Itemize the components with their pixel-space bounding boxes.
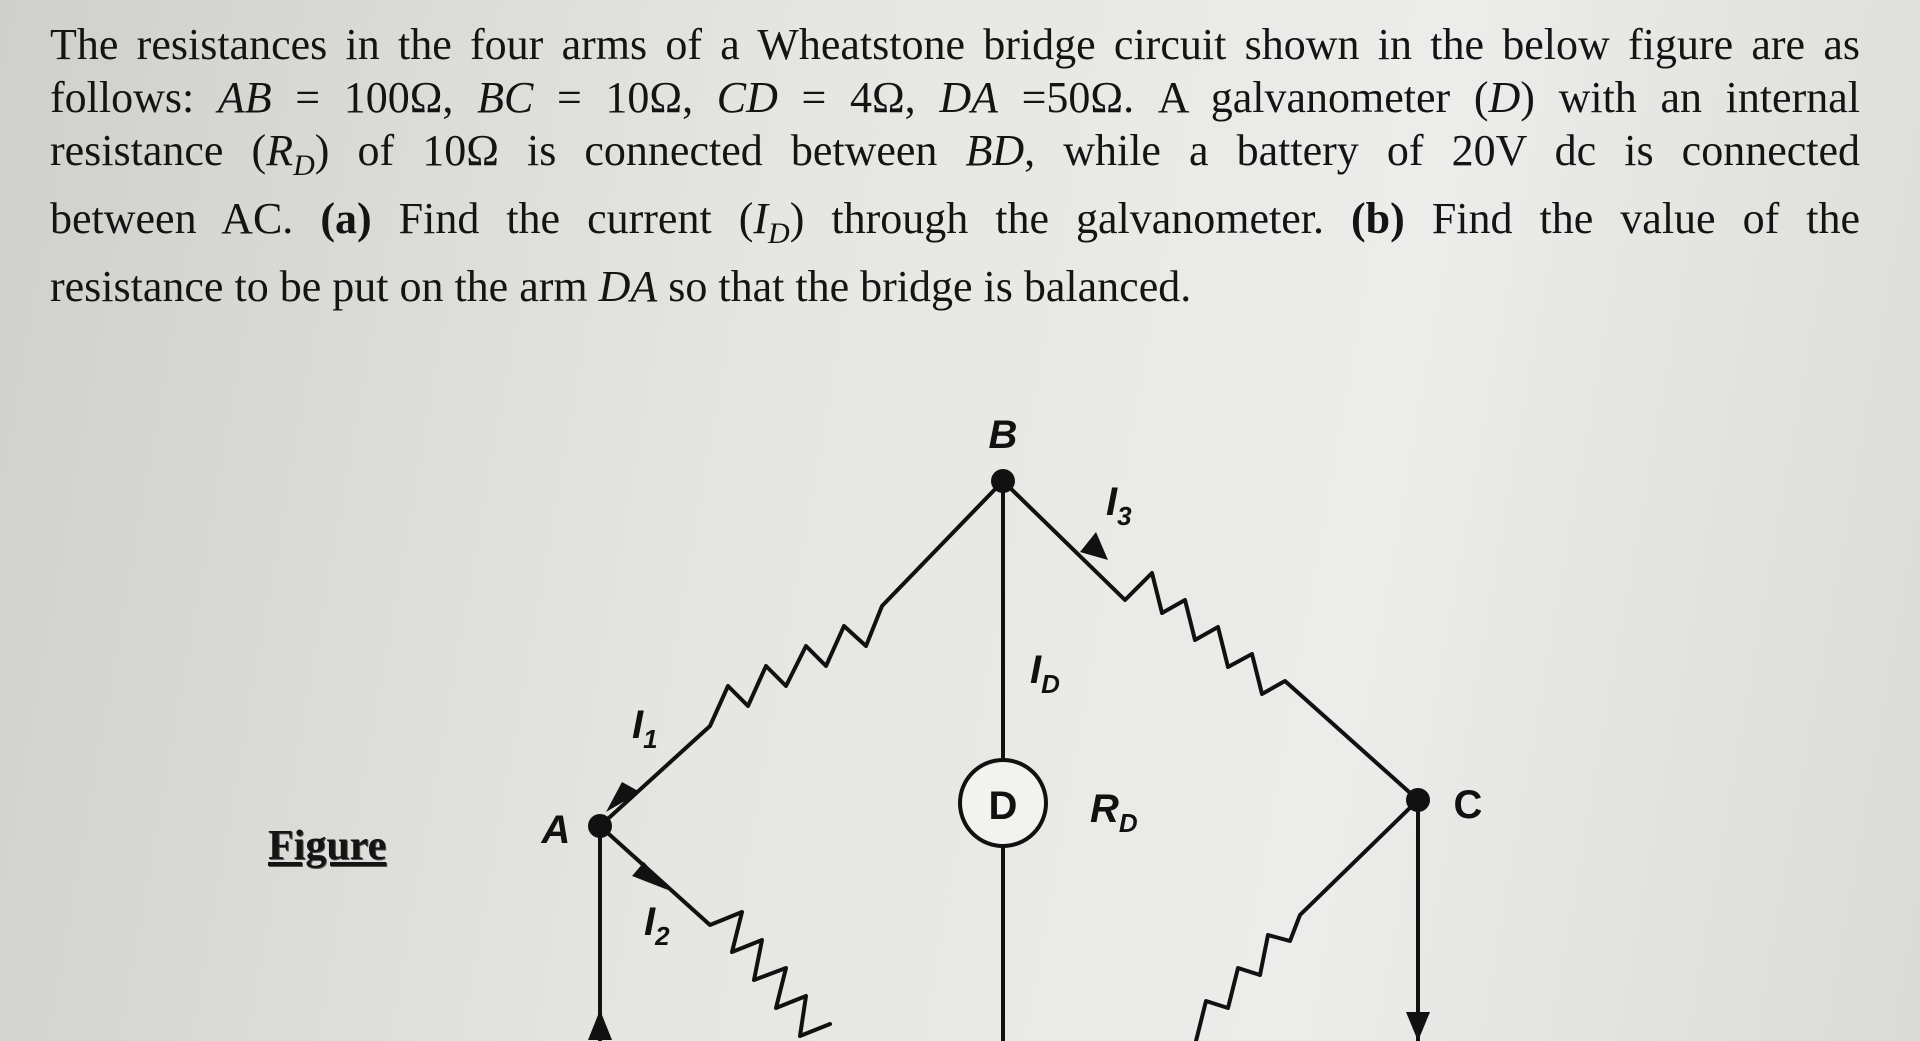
resistor-ad (598, 824, 832, 1038)
label-i2: I2 (644, 900, 670, 951)
figure-caption: Figure (268, 823, 387, 869)
node-b-dot (991, 469, 1015, 493)
label-id: ID (1030, 648, 1060, 699)
node-a-label: A (541, 808, 571, 852)
node-c-label: C (1454, 783, 1483, 827)
galvanometer-symbol (958, 758, 1048, 848)
arrow-a-up-icon (588, 1010, 612, 1040)
problem-line-2: follows: AB = 100Ω, BC = 10Ω, CD = 4Ω, D… (50, 73, 1860, 122)
problem-line-4: between AC. (a) Find the current (ID) th… (50, 193, 1860, 250)
galvanometer-label: D (989, 784, 1018, 828)
node-a-dot (588, 814, 612, 838)
problem-line-3: resistance (RD) of 10Ω is connected betw… (50, 126, 1861, 182)
label-i1: I1 (632, 703, 658, 754)
resistor-bc (1001, 479, 1420, 802)
problem-statement: The resistances in the four arms of a Wh… (50, 18, 1860, 313)
label-rd: RD (1090, 787, 1138, 838)
arrow-c-down-icon (1406, 1012, 1430, 1041)
resistor-cd (1194, 798, 1420, 1041)
node-c-dot (1406, 788, 1430, 812)
node-b-label: B (989, 413, 1018, 457)
problem-line-1: The resistances in the four arms of a Wh… (50, 20, 1860, 69)
label-i3: I3 (1106, 480, 1132, 531)
problem-line-5: resistance to be put on the arm DA so th… (50, 261, 1192, 311)
arrow-i1-icon (606, 782, 640, 812)
arrow-i3-icon (1080, 532, 1108, 560)
resistor-ab (598, 479, 1005, 828)
arrow-i2-icon (632, 862, 668, 890)
